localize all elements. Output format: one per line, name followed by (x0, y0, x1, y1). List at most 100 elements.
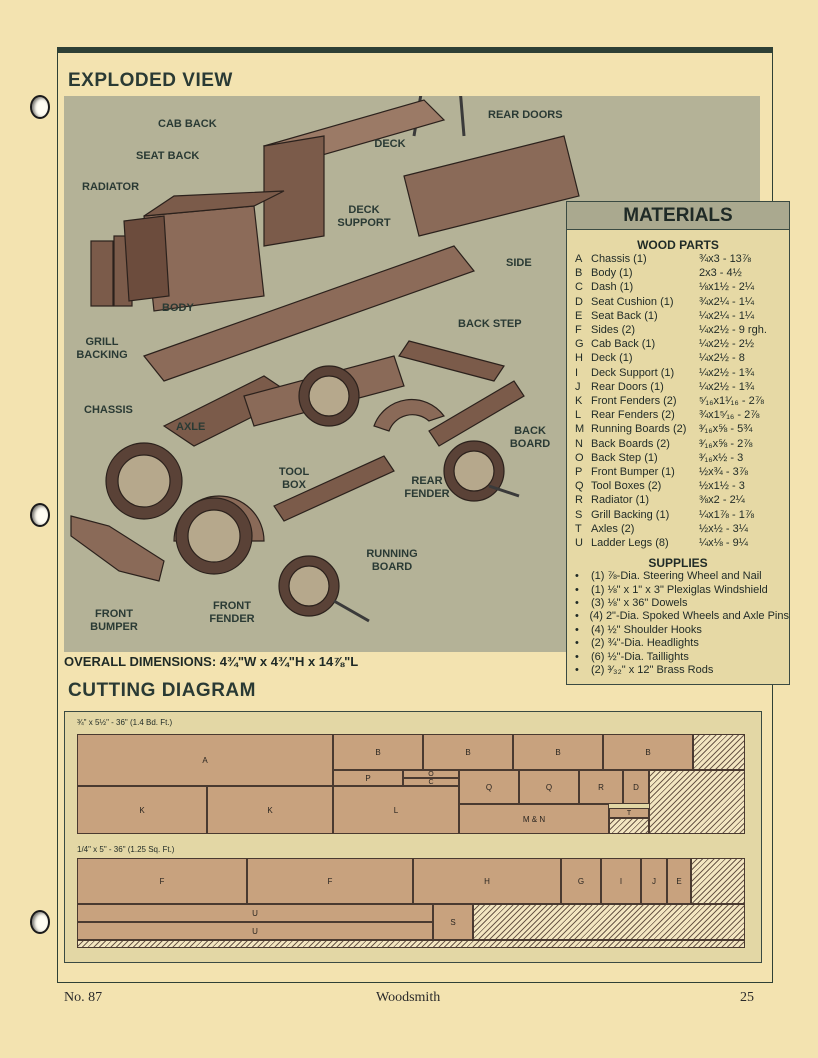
bullet-icon: • (575, 583, 579, 596)
label-running-board: RUNNING BOARD (366, 548, 418, 573)
supply-row: • (3) ⅛" x 36" Dowels (567, 597, 789, 610)
label-tool-box: TOOL BOX (278, 466, 310, 491)
supply-text: (3) ⅛" x 36" Dowels (591, 597, 688, 610)
piece-b: B (603, 734, 693, 770)
bullet-icon: • (575, 664, 579, 677)
waste-area (691, 858, 745, 904)
part-size: ¾x3 - 13⅞ (699, 253, 751, 265)
board1-label: ¾" x 5½" - 36" (1.4 Bd. Ft.) (77, 718, 173, 727)
label-back-step: BACK STEP (458, 318, 522, 330)
label-deck-support: DECK SUPPORT (337, 204, 391, 229)
part-name: Axles (2) (591, 522, 635, 535)
part-letter: L (575, 409, 582, 422)
magazine-name: Woodsmith (376, 990, 441, 1005)
part-name: Dash (1) (591, 281, 634, 294)
piece-b: B (423, 734, 513, 770)
overall-dimensions: OVERALL DIMENSIONS: 4¾"W x 4¾"H x 14⅞"L (64, 654, 359, 669)
waste-area (649, 770, 745, 834)
part-name: Sides (2) (591, 324, 636, 337)
piece-q: Q (459, 770, 519, 804)
part-size: ³⁄₁₆x½ - 3 (699, 451, 744, 464)
label-body: BODY (162, 302, 194, 314)
part-size: ¼x⅛ - 9¼ (699, 537, 748, 550)
part-name: Ladder Legs (8) (591, 537, 669, 550)
supply-text: (4) ½" Shoulder Hooks (591, 623, 702, 636)
frame-left (57, 53, 58, 983)
part-size: ¼x2¼ - 1¼ (699, 309, 755, 322)
supply-text: (1) ⅞-Dia. Steering Wheel and Nail (591, 570, 762, 583)
supply-text: (2) ³⁄₃₂" x 12" Brass Rods (591, 664, 714, 677)
part-letter: T (575, 522, 582, 535)
part-size: ½x1½ - 3 (699, 480, 745, 493)
part-size: ¾x2¼ - 1¼ (699, 295, 755, 308)
part-name: Radiator (1) (591, 494, 650, 507)
supply-row: •(2) ¾"-Dia. Headlights (567, 637, 789, 650)
part-name: Back Step (1) (591, 451, 658, 464)
piece-e: E (667, 858, 691, 904)
wood-part-row: I Deck Support (1) ¼x2½ - 1¾ (567, 366, 789, 380)
binder-hole-icon (32, 912, 48, 932)
part-letter: I (575, 366, 579, 379)
supply-row: •(1) ⅛" x 1" x 3" Plexiglas Windshield (567, 584, 789, 597)
part-letter: N (575, 437, 583, 450)
label-rear-doors: REAR DOORS (488, 109, 563, 121)
part-name: Rear Doors (1) (591, 380, 664, 393)
part-name: Deck Support (1) (591, 366, 675, 379)
bullet-icon: • (575, 623, 579, 636)
part-size: ½x¾ - 3⅞ (699, 466, 748, 479)
wood-parts-title: WOOD PARTS (637, 238, 719, 252)
part-letter: B (575, 267, 583, 280)
supply-text: (6) ½"-Dia. Taillights (591, 650, 689, 663)
materials-title: MATERIALS (567, 202, 789, 230)
label-axle: AXLE (176, 421, 206, 433)
part-size: ¼x2½ - 9 rgh. (699, 324, 767, 337)
piece-f: F (247, 858, 413, 904)
piece-t: T (609, 808, 649, 818)
supply-text: (4) 2"-Dia. Spoked Wheels and Axle Pins (589, 610, 789, 623)
supplies-list: • (1) ⅞-Dia. Steering Wheel and Nail•(1) … (567, 570, 789, 677)
part-size: ⅛x1½ - 2¼ (699, 281, 755, 294)
piece-p: P (333, 770, 403, 786)
supply-text: (2) ¾"-Dia. Headlights (591, 637, 699, 650)
part-letter: A (575, 253, 583, 265)
label-back-board: BACK BOARD (509, 425, 551, 450)
label-front-bumper: FRONT BUMPER (90, 608, 138, 633)
supply-row: • (4) ½" Shoulder Hooks (567, 624, 789, 637)
part-letter: U (575, 537, 583, 550)
part-name: Body (1) (591, 267, 633, 280)
bullet-icon: • (575, 597, 579, 610)
piece-g: G (561, 858, 601, 904)
part-letter: J (575, 380, 581, 393)
wood-part-row: U Ladder Legs (8) ¼x⅛ - 9¼ (567, 536, 789, 550)
part-letter: C (575, 281, 583, 294)
piece-r: R (579, 770, 623, 804)
piece-k: K (207, 786, 333, 834)
piece-j: J (641, 858, 667, 904)
label-chassis: CHASSIS (84, 404, 133, 416)
piece-b: B (513, 734, 603, 770)
label-grill-backing: GRILL BACKING (76, 336, 128, 361)
part-size: ¼x2½ - 1¾ (699, 366, 755, 379)
part-letter: S (575, 508, 583, 521)
supply-row: •(6) ½"-Dia. Taillights (567, 651, 789, 664)
page-number: 25 (740, 990, 754, 1005)
piece-u: U (77, 922, 433, 940)
piece-o: O (403, 770, 459, 778)
piece-h: H (413, 858, 561, 904)
cutting-diagram-title: CUTTING DIAGRAM (68, 680, 256, 701)
waste-area (609, 818, 649, 834)
cutting-diagram: ¾" x 5½" - 36" (1.4 Bd. Ft.) A B B B B P… (64, 711, 762, 963)
part-size: ⁵⁄₁₆x1¹⁄₁₆ - 2⅞ (699, 395, 764, 408)
part-size: ¼x1⅞ - 1⅞ (699, 508, 755, 521)
part-letter: K (575, 395, 583, 408)
piece-k: K (77, 786, 207, 834)
part-letter: E (575, 309, 583, 322)
